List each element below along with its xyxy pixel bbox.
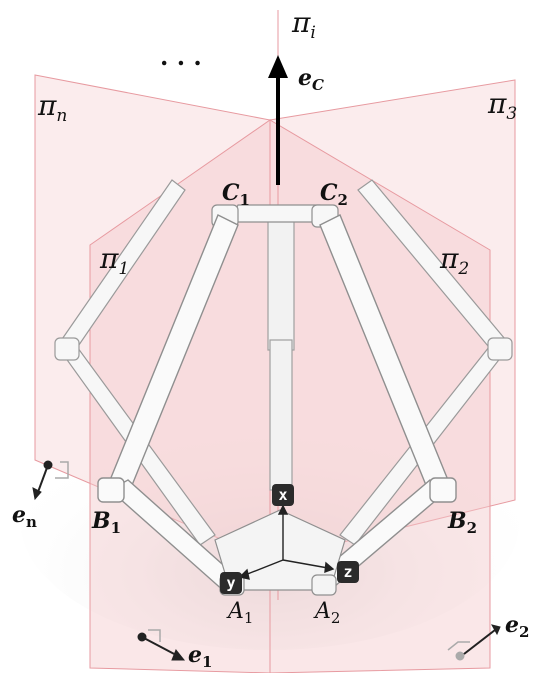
label-e-C: eC [298,65,324,94]
svg-text:B2: B2 [447,508,477,537]
e-n-marker [32,460,69,501]
front-arms [97,214,457,593]
svg-text:x: x [278,486,287,504]
svg-text:y: y [226,574,235,592]
e-2-marker [447,624,501,661]
label-e-1: e1 [188,642,212,671]
top-platform [211,204,339,228]
column-lower [269,339,293,491]
local-axes [238,504,335,580]
svg-text:πn: πn [37,89,67,126]
label-C-2: C2 [320,180,348,209]
svg-text:en: en [12,502,37,531]
back-arms [54,179,513,546]
label-C-1: C1 [222,180,250,209]
axis-tag-y: y [220,572,242,594]
label-B-1: B1 [91,508,121,537]
e-C-arrow [268,55,288,185]
svg-text:A1: A1 [226,599,253,627]
label-pi-1: π1 [99,242,129,279]
label-pi-2: π2 [439,242,469,279]
joint-B1 [97,477,125,503]
label-A-2: A2 [313,599,340,627]
column-upper [267,219,295,351]
label-A-1: A1 [226,599,253,627]
joint-left [54,337,80,361]
svg-text:πi: πi [291,6,316,43]
svg-text:π1: π1 [99,242,129,279]
svg-text:C2: C2 [320,180,348,209]
label-B-2: B2 [447,508,477,537]
joint-right [487,337,513,361]
svg-text:z: z [343,563,352,581]
svg-text:π3: π3 [487,87,517,124]
axis-tag-z: z [337,561,359,583]
svg-text:. . .: . . . [160,42,202,71]
joint-B2 [429,477,457,503]
e-1-marker [137,629,186,661]
center-column [267,219,295,491]
svg-text:eC: eC [298,65,324,94]
svg-text:C1: C1 [222,180,250,209]
svg-text:e2: e2 [505,612,529,641]
label-e-2: e2 [505,612,529,641]
label-ellipsis: . . . [160,42,202,71]
svg-text:B1: B1 [91,508,121,537]
svg-text:A2: A2 [313,599,340,627]
label-pi-3: π3 [487,87,517,124]
label-e-n: en [12,502,37,531]
label-pi-n: πn [37,89,67,126]
joint-A2 [311,574,337,596]
label-pi-i: πi [291,6,316,43]
axis-tag-x: x [272,484,294,506]
svg-text:e1: e1 [188,642,212,671]
svg-text:π2: π2 [439,242,469,279]
